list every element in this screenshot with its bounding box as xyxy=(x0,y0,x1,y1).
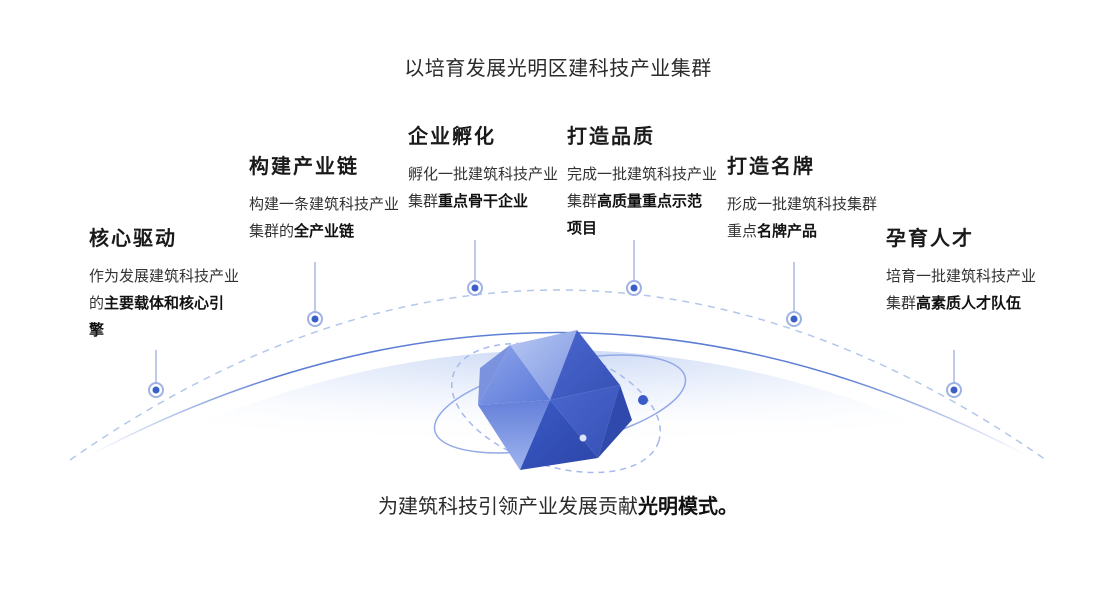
pillar-title: 打造名牌 xyxy=(727,154,815,178)
pillar-item: 打造名牌形成一批建筑科技集群重点名牌产品 xyxy=(727,150,877,245)
pillar-desc-text: 形成一批建筑科技集群重点 xyxy=(727,195,878,240)
timeline-node-core xyxy=(950,386,958,394)
page-title: 以培育发展光明区建科技产业集群 xyxy=(404,56,712,80)
pillar-item: 打造品质完成一批建筑科技产业集群高质量重点示范项目 xyxy=(567,120,717,242)
pillar-item: 孕育人才培育一批建筑科技产业集群高素质人才队伍 xyxy=(886,222,1036,317)
orbit-dot xyxy=(638,395,648,405)
pillar-desc: 构建一条建筑科技产业集群的全产业链 xyxy=(249,191,399,245)
timeline-node-core xyxy=(630,284,638,292)
pillar-desc-highlight: 名牌产品 xyxy=(757,222,818,240)
pillar-title: 核心驱动 xyxy=(89,226,177,250)
pillar-item: 构建产业链构建一条建筑科技产业集群的全产业链 xyxy=(249,150,399,245)
timeline-node-core xyxy=(790,315,798,323)
bottom-caption: 为建筑科技引领产业发展贡献光明模式。 xyxy=(0,490,1116,519)
timeline-node-core xyxy=(311,315,319,323)
gem-icon xyxy=(478,330,632,470)
pillar-desc-highlight: 重点骨干企业 xyxy=(438,192,529,210)
pillar-title: 构建产业链 xyxy=(249,154,359,178)
caption-bold: 光明模式。 xyxy=(638,494,738,518)
caption-plain: 为建筑科技引领产业发展贡献 xyxy=(378,494,638,518)
dome-edge-arc xyxy=(89,331,1027,456)
pillar-item: 企业孵化孵化一批建筑科技产业集群重点骨干企业 xyxy=(408,120,558,215)
pillar-desc-highlight: 高质量重点示范项目 xyxy=(567,192,703,237)
pillar-item: 核心驱动作为发展建筑科技产业的主要载体和核心引擎 xyxy=(89,222,239,344)
pillar-desc-text: 培育一批建筑科技产业集群 xyxy=(886,267,1037,312)
pillar-desc: 培育一批建筑科技产业集群高素质人才队伍 xyxy=(886,263,1036,317)
pillar-desc: 作为发展建筑科技产业的主要载体和核心引擎 xyxy=(89,263,239,344)
pillar-desc-highlight: 主要载体和核心引擎 xyxy=(89,294,225,339)
pillar-title: 打造品质 xyxy=(567,124,655,148)
pillar-desc-text: 完成一批建筑科技产业集群 xyxy=(567,165,718,210)
pillar-desc: 形成一批建筑科技集群重点名牌产品 xyxy=(727,191,877,245)
pillar-desc-text: 构建一条建筑科技产业集群的 xyxy=(249,195,400,240)
dashed-arc xyxy=(69,289,1047,461)
pillar-desc: 完成一批建筑科技产业集群高质量重点示范项目 xyxy=(567,161,717,242)
pillar-desc-highlight: 高素质人才队伍 xyxy=(916,294,1022,312)
timeline-node-core xyxy=(152,386,160,394)
pillar-desc-text: 作为发展建筑科技产业的 xyxy=(89,267,240,312)
timeline-node-core xyxy=(471,284,479,292)
pillar-title: 企业孵化 xyxy=(408,124,496,148)
pillar-title: 孕育人才 xyxy=(886,226,974,250)
pillar-desc: 孵化一批建筑科技产业集群重点骨干企业 xyxy=(408,161,558,215)
pillar-desc-highlight: 全产业链 xyxy=(294,222,355,240)
pillar-desc-text: 孵化一批建筑科技产业集群 xyxy=(408,165,559,210)
orbit-dot-small xyxy=(579,434,587,442)
